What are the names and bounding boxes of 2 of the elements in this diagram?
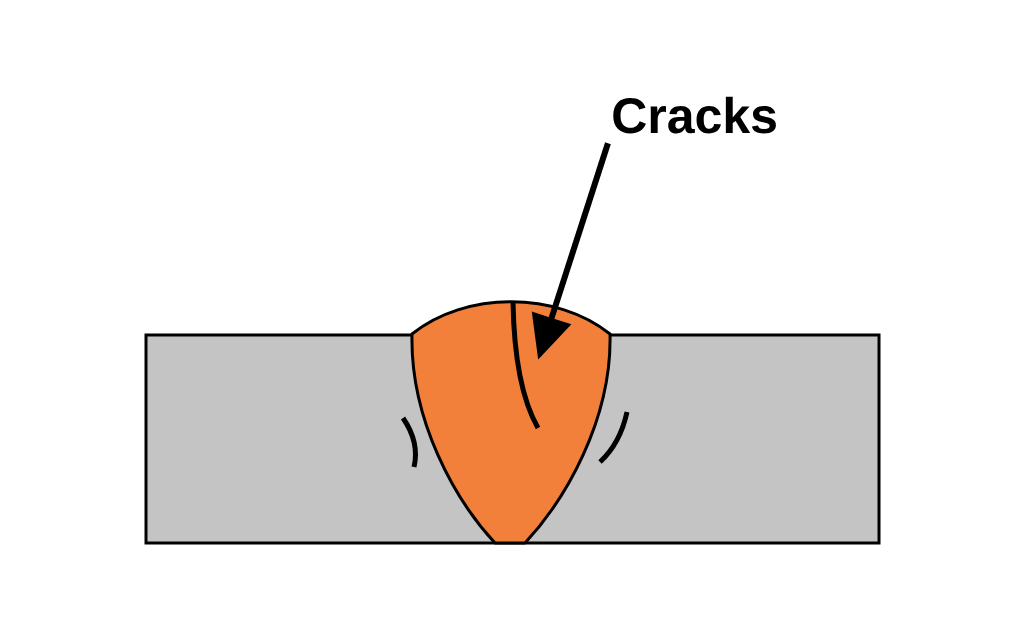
crack-line (510, 301, 541, 430)
callout-label: Cracks (613, 96, 776, 134)
